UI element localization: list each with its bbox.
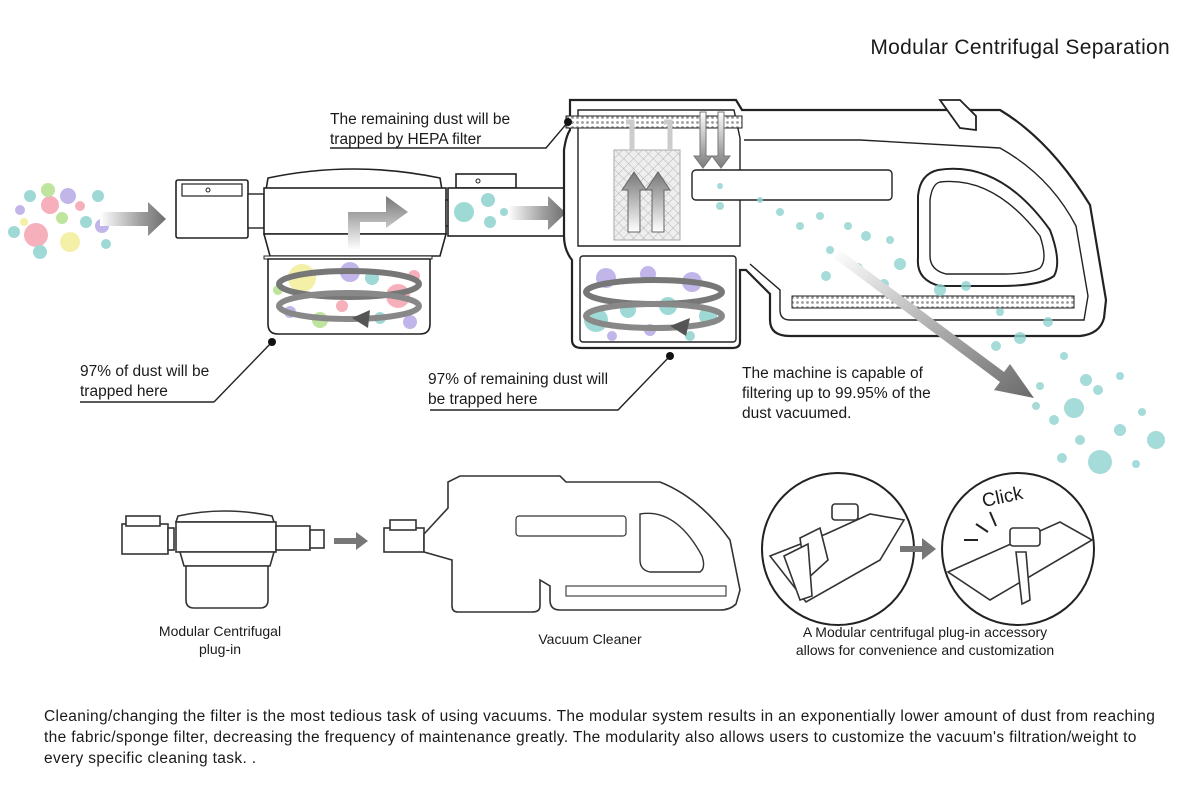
- callout-second-line1: 97% of remaining dust will: [428, 371, 609, 388]
- airflow-arrow-in: [100, 202, 166, 236]
- swirl-arrow-1: [276, 268, 422, 328]
- caption-accessory: A Modular centrifugal plug-in accessory …: [760, 623, 1090, 659]
- hepa-filter-core: [613, 149, 681, 241]
- callout-second-line2: be trapped here: [428, 391, 538, 408]
- diagram-title: Modular Centrifugal Separation: [870, 36, 1170, 59]
- hepa-filter-top: [565, 115, 743, 129]
- plugin-module-small: [121, 510, 325, 609]
- airflow-arrow-2: [508, 196, 566, 230]
- caption-plugin: Modular Centrifugal plug-in: [130, 622, 310, 658]
- callout-dots: [268, 118, 674, 360]
- caption-plugin-line2: plug-in: [198, 641, 242, 657]
- incoming-dust-cloud: [8, 183, 111, 259]
- arrow-to-vacuum: [334, 532, 368, 550]
- caption-accessory-line1: A Modular centrifugal plug-in accessory: [802, 624, 1048, 640]
- callout-total-line1: The machine is capable of: [742, 365, 923, 382]
- caption-accessory-line2: allows for convenience and customization: [795, 642, 1055, 658]
- swirl-arrow-2: [583, 277, 725, 336]
- arrow-to-clicked: [900, 538, 936, 560]
- airflow-arrow-up-1: [348, 196, 408, 250]
- airflow-arrow-out: [834, 250, 1034, 398]
- description-paragraph: Cleaning/changing the filter is the most…: [44, 708, 1156, 767]
- callout-first-line1: 97% of dust will be: [80, 363, 210, 380]
- exhaust-vent: [791, 295, 1075, 309]
- tube-dust: [454, 193, 508, 228]
- caption-plugin-line1: Modular Centrifugal: [158, 623, 282, 639]
- airflow-arrows-down: [626, 111, 731, 169]
- callout-first-line2: trapped here: [80, 383, 168, 400]
- airflow-arrows-up: [621, 171, 671, 233]
- callout-leaders: [80, 121, 671, 411]
- detail-circle-clicked: [941, 472, 1095, 626]
- callout-total-line3: dust vacuumed.: [742, 405, 852, 422]
- callout-hepa-line1: The remaining dust will be: [330, 111, 511, 128]
- callout-total-line2: filtering up to 99.95% of the: [742, 385, 931, 402]
- detail-circle-unattached: [761, 472, 915, 626]
- caption-vacuum: Vacuum Cleaner: [538, 631, 642, 647]
- callout-hepa-line2: trapped by HEPA filter: [330, 131, 482, 148]
- vacuum-cleaner-small: [383, 475, 741, 613]
